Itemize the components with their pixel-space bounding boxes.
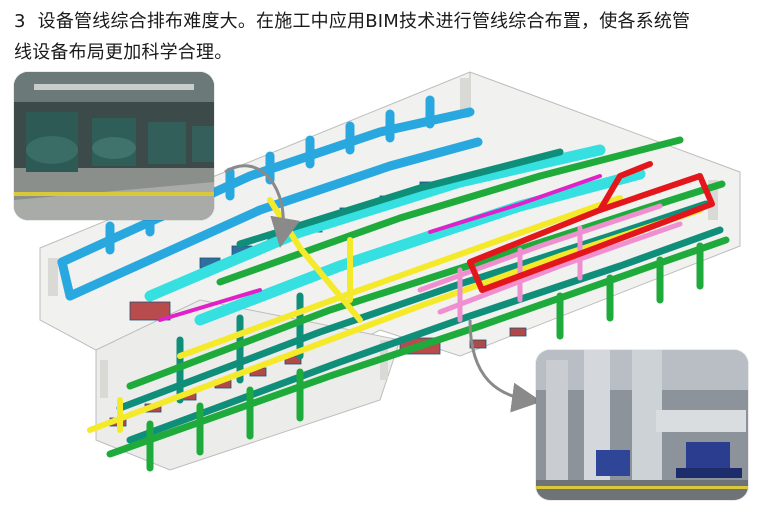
pipe-condensate-cyan <box>144 144 646 326</box>
intro-paragraph: 3 设备管线综合排布难度大。在施工中应用BIM技术进行管线综合布置，使各系统管 线… <box>14 6 752 68</box>
bim-pipeline-model <box>39 71 741 472</box>
callout-arrow-pumps <box>468 319 542 413</box>
item-number: 3 <box>14 11 26 32</box>
pipe-green-main <box>106 136 730 472</box>
callout-arrow-chillers <box>224 164 300 248</box>
paragraph-line-1: 设备管线综合排布难度大。在施工中应用BIM技术进行管线综合布置，使各系统管 <box>37 11 691 32</box>
pipe-pink <box>417 203 683 323</box>
pipe-magenta <box>158 174 602 322</box>
photo-pump-room <box>536 350 748 500</box>
pipe-red-loop <box>467 161 715 293</box>
paragraph-line-2: 线设备布局更加科学合理。 <box>14 42 233 63</box>
photo-chiller-room <box>14 72 214 220</box>
